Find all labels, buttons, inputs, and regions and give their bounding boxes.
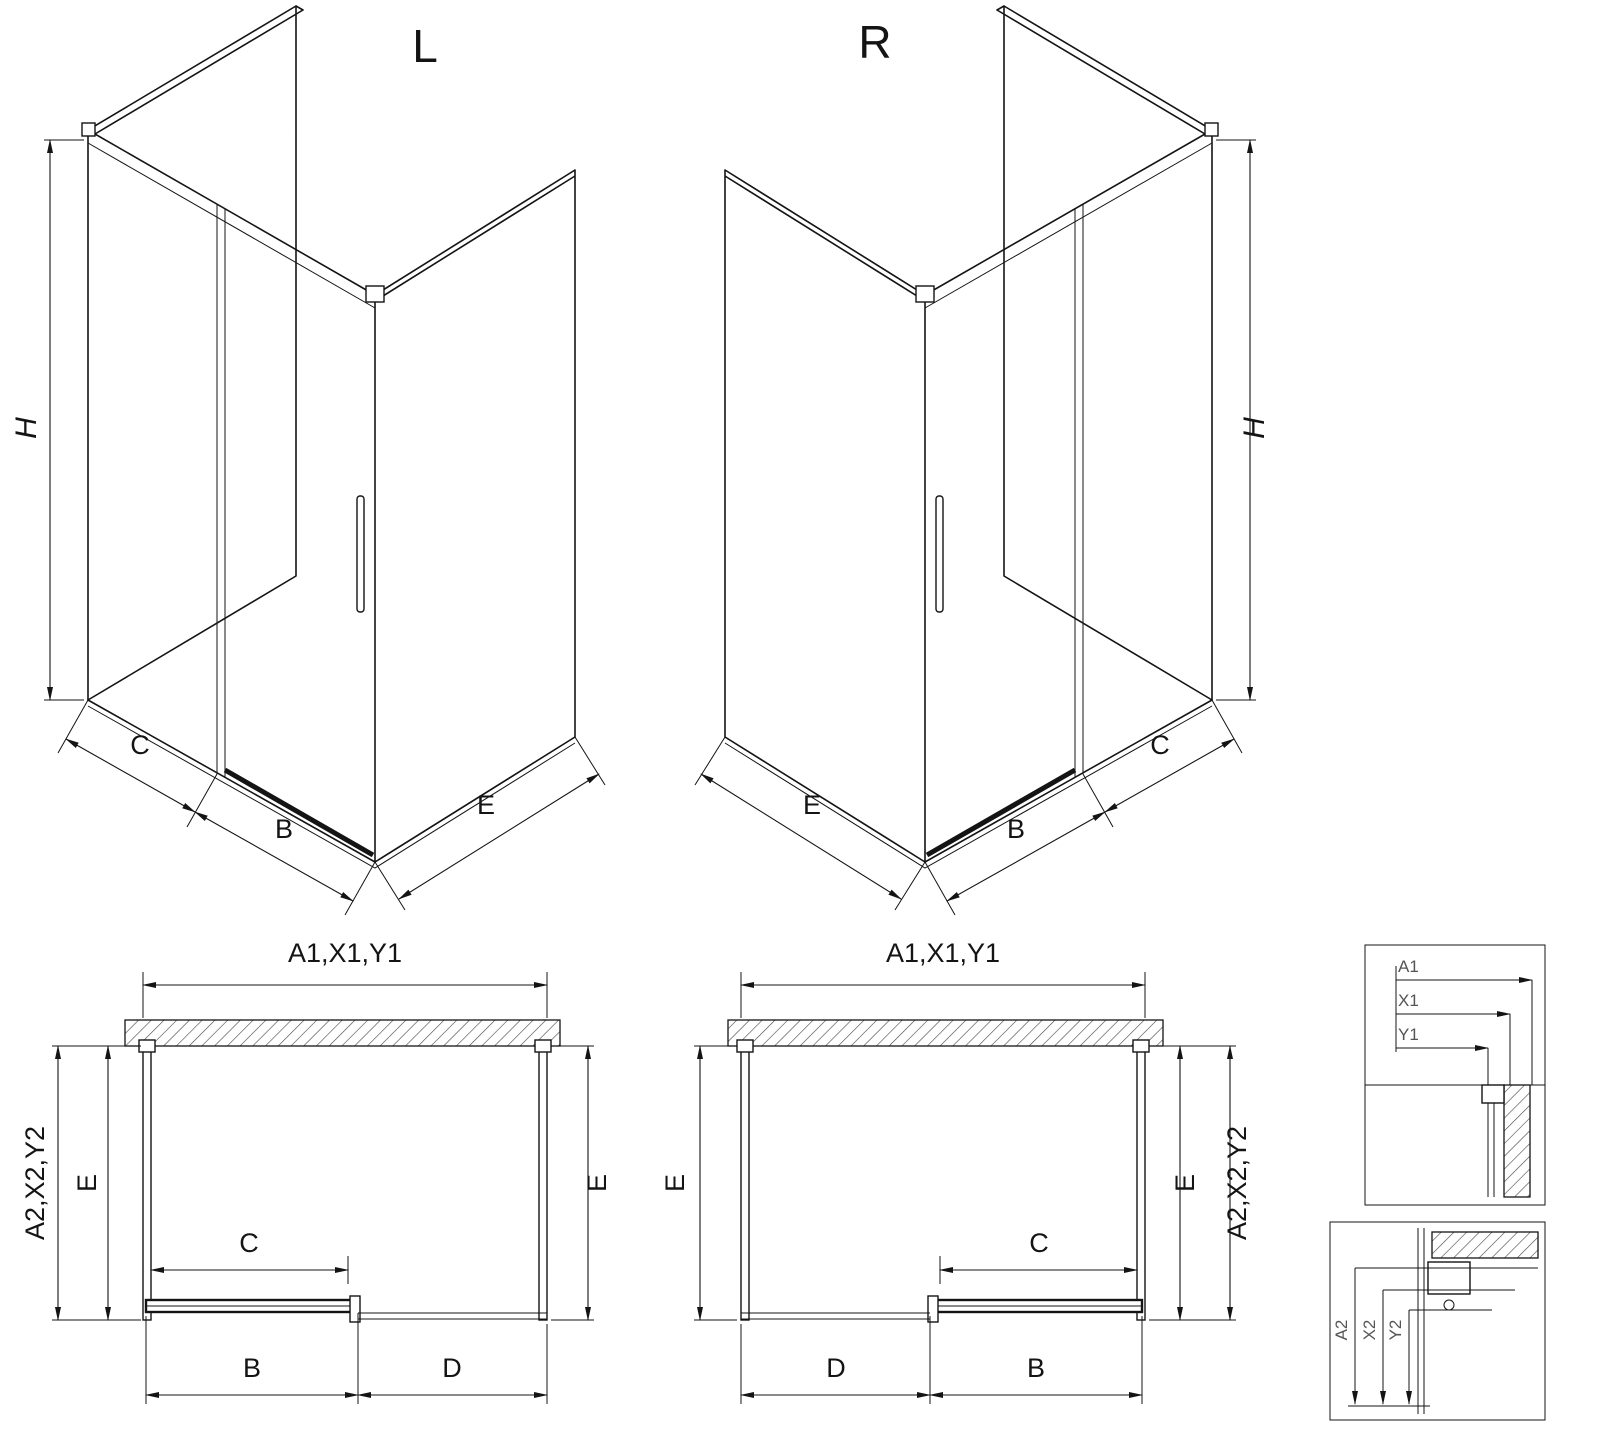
plan-l-door-end-bracket xyxy=(349,1295,361,1323)
plan-l-left-wall-profile xyxy=(138,1039,156,1053)
plan-r-dimension-depth-left: E xyxy=(660,1045,737,1321)
plan-r-fixed-front-panel xyxy=(740,1312,930,1320)
plan-l-fixed-front-panel xyxy=(357,1312,547,1320)
iso-l-corner-bracket xyxy=(365,285,385,303)
plan-r-right-glass xyxy=(1136,1045,1146,1321)
plan-r-dim-b-label: B xyxy=(1027,1353,1045,1383)
iso-r-door-edges xyxy=(1074,204,1084,778)
plan-l-right-glass xyxy=(538,1045,548,1321)
iso-l-dim-c-label: C xyxy=(130,730,150,760)
iso-l-door-handle xyxy=(356,495,365,613)
detail-bottom-roller xyxy=(1443,1299,1455,1311)
plan-l-dim-b-label: B xyxy=(243,1353,261,1383)
iso-r-dim-c-label: C xyxy=(1150,730,1170,760)
iso-view-right: R H E B xyxy=(694,5,1271,916)
detail-bottom-wall-section xyxy=(1431,1231,1539,1259)
iso-r-dimension-c: C xyxy=(1082,699,1243,828)
plan-l-dim-width-label: A1,X1,Y1 xyxy=(288,938,402,968)
detail-view-bottom: A2 X2 Y2 xyxy=(1329,1221,1546,1421)
iso-l-tray-edge xyxy=(87,705,576,869)
plan-r-dim-e-left-label: E xyxy=(660,1174,690,1192)
plan-r-left-glass xyxy=(740,1045,750,1321)
plan-l-dim-e-right-label: E xyxy=(582,1174,612,1192)
iso-l-dimension-h: H xyxy=(10,139,84,701)
plan-r-dim-e-right-label: E xyxy=(1170,1174,1200,1192)
iso-l-right-side-wall xyxy=(374,169,576,863)
iso-l-wall-bracket xyxy=(81,122,96,137)
plan-r-dim-width-label: A1,X1,Y1 xyxy=(886,938,1000,968)
detail-top-y1-label: Y1 xyxy=(1398,1025,1419,1044)
plan-r-dim-d-label: D xyxy=(826,1353,846,1383)
iso-l-dim-e-label: E xyxy=(477,790,495,820)
plan-r-dim-c-label: C xyxy=(1029,1228,1049,1258)
detail-bottom-y2-label: Y2 xyxy=(1386,1320,1405,1341)
variant-label-r: R xyxy=(858,16,891,68)
iso-r-left-side-wall xyxy=(724,169,926,863)
plan-r-dimension-width: A1,X1,Y1 xyxy=(740,938,1146,1018)
iso-view-left: L H C B xyxy=(10,5,606,916)
iso-l-top-rail xyxy=(87,142,376,309)
iso-r-top-rail xyxy=(924,142,1213,309)
plan-r-wall-section xyxy=(727,1019,1164,1047)
detail-bottom-a2-label: A2 xyxy=(1332,1320,1351,1341)
iso-l-glass-panels xyxy=(81,5,576,869)
iso-l-dimension-b: B xyxy=(194,811,376,916)
plan-r-left-wall-profile xyxy=(736,1039,754,1053)
plan-r-dimension-c: C xyxy=(939,1228,1138,1284)
plan-l-dimension-c: C xyxy=(150,1228,349,1284)
iso-l-dimension-e: E xyxy=(374,736,606,911)
plan-l-right-wall-profile xyxy=(534,1039,552,1053)
iso-r-dimension-e: E xyxy=(694,736,926,911)
iso-r-dim-b-label: B xyxy=(1007,814,1025,844)
iso-r-corner-bracket xyxy=(915,285,935,303)
plan-r-door-end-bracket xyxy=(927,1295,939,1323)
plan-l-left-glass xyxy=(142,1045,152,1321)
variant-label-l: L xyxy=(412,20,438,72)
iso-l-door-edges xyxy=(216,204,226,778)
iso-l-dimension-c: C xyxy=(57,699,218,828)
plan-l-dim-c-label: C xyxy=(239,1228,259,1258)
plan-l-dimension-depth-left: A2,X2,Y2 E xyxy=(20,1045,141,1321)
iso-r-dimension-h: H xyxy=(1216,139,1271,701)
plan-view-right: A1,X1,Y1 E E A2,X2,Y2 C D B xyxy=(660,938,1252,1404)
iso-l-dim-h-label: H xyxy=(10,417,43,439)
plan-l-dim-d-label: D xyxy=(442,1353,462,1383)
iso-r-bottom-rail xyxy=(925,767,1077,858)
iso-r-tray-edge xyxy=(724,705,1213,869)
detail-bottom-x2-label: X2 xyxy=(1360,1320,1379,1341)
iso-r-dim-e-label: E xyxy=(803,790,821,820)
detail-bottom-frame xyxy=(1329,1221,1546,1421)
iso-r-dim-h-label: H xyxy=(1238,417,1271,439)
plan-r-dimension-depth-right: E A2,X2,Y2 xyxy=(1149,1045,1252,1321)
iso-l-bottom-rail xyxy=(223,767,375,858)
detail-top-frame xyxy=(1364,944,1546,1206)
plan-r-dim-outer-label: A2,X2,Y2 xyxy=(1222,1126,1252,1240)
iso-r-right-side-wall xyxy=(996,5,1213,701)
detail-top-wall-section xyxy=(1503,1084,1531,1198)
iso-r-dimension-b: B xyxy=(924,811,1106,916)
detail-top-profile xyxy=(1481,1084,1505,1104)
iso-r-glass-panels xyxy=(724,5,1219,869)
plan-l-dim-e-left-label: E xyxy=(72,1174,102,1192)
plan-l-dim-outer-label: A2,X2,Y2 xyxy=(20,1126,50,1240)
plan-l-dimension-b-d: B D xyxy=(145,1316,548,1404)
plan-l-dimension-depth-right: E xyxy=(551,1045,612,1321)
plan-l-wall-section xyxy=(124,1019,561,1047)
detail-bottom-glass-section xyxy=(1417,1228,1425,1414)
iso-l-dim-b-label: B xyxy=(275,814,293,844)
iso-r-door-handle xyxy=(935,495,944,613)
plan-r-right-wall-profile xyxy=(1132,1039,1150,1053)
detail-bottom-profile xyxy=(1427,1261,1471,1295)
plan-l-dimension-width: A1,X1,Y1 xyxy=(142,938,548,1018)
plan-r-dimension-d-b: D B xyxy=(740,1316,1143,1404)
plan-view-left: A1,X1,Y1 A2,X2,Y2 E E C B D xyxy=(20,938,612,1404)
detail-top-a1-label: A1 xyxy=(1398,957,1419,976)
detail-view-top: A1 X1 Y1 xyxy=(1364,944,1546,1206)
iso-r-wall-bracket xyxy=(1204,122,1219,137)
detail-top-x1-label: X1 xyxy=(1398,991,1419,1010)
iso-l-left-side-wall xyxy=(87,5,304,701)
